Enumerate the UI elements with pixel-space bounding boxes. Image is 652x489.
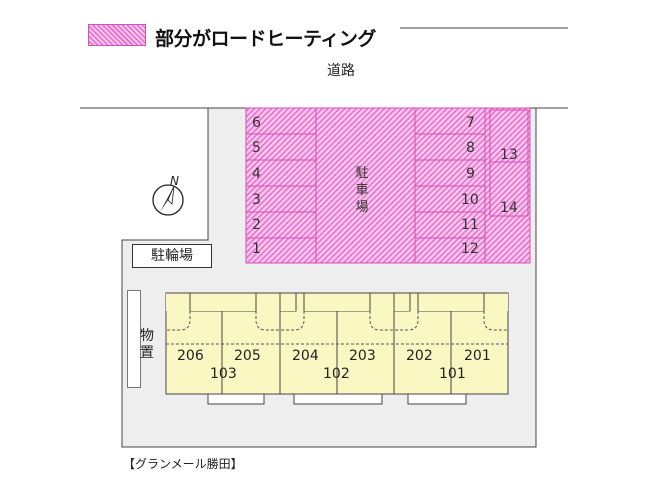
storage-label: 物置 bbox=[140, 328, 154, 361]
unit-number: 203 bbox=[349, 348, 376, 364]
road-heating-legend-swatch bbox=[88, 24, 146, 46]
parking-lot-number: 11 bbox=[461, 217, 479, 233]
parking-lot-number: 1 bbox=[252, 241, 261, 257]
parking-stalls-right bbox=[489, 109, 529, 217]
parking-lot-number: 7 bbox=[466, 115, 475, 131]
parking-lot-number: 9 bbox=[466, 166, 475, 182]
parking-stalls-left bbox=[245, 107, 317, 264]
parking-stalls-middle bbox=[414, 107, 486, 264]
building-outline bbox=[165, 292, 509, 405]
parking-lot-number: 14 bbox=[500, 200, 518, 216]
parking-lot-number: 4 bbox=[252, 166, 261, 182]
road-label: 道路 bbox=[327, 63, 355, 79]
unit-number: 204 bbox=[292, 348, 319, 364]
parking-lot-number: 10 bbox=[461, 192, 479, 208]
bicycle-parking-label: 駐輪場 bbox=[132, 244, 212, 268]
road-heating-legend-label: 部分がロードヒーティング bbox=[155, 28, 376, 50]
storage-shed bbox=[127, 290, 141, 388]
unit-number: 206 bbox=[177, 348, 204, 364]
north-compass-icon bbox=[152, 184, 184, 216]
property-name: 【グランメール勝田】 bbox=[123, 457, 243, 471]
parking-lot-number: 8 bbox=[466, 140, 475, 156]
parking-lot-number: 13 bbox=[500, 147, 518, 163]
parking-lot-number: 6 bbox=[252, 115, 261, 131]
north-label: N bbox=[170, 174, 179, 188]
unit-number: 205 bbox=[234, 348, 261, 364]
unit-number: 103 bbox=[210, 366, 237, 382]
parking-lot-number: 3 bbox=[252, 192, 261, 208]
unit-number: 101 bbox=[439, 366, 466, 382]
unit-number: 102 bbox=[323, 366, 350, 382]
parking-lot-number: 5 bbox=[252, 140, 261, 156]
parking-lot-label: 駐車場 bbox=[355, 166, 369, 215]
parking-lot-number: 2 bbox=[252, 217, 261, 233]
unit-number: 202 bbox=[406, 348, 433, 364]
unit-number: 201 bbox=[464, 348, 491, 364]
parking-lot-number: 12 bbox=[461, 241, 479, 257]
